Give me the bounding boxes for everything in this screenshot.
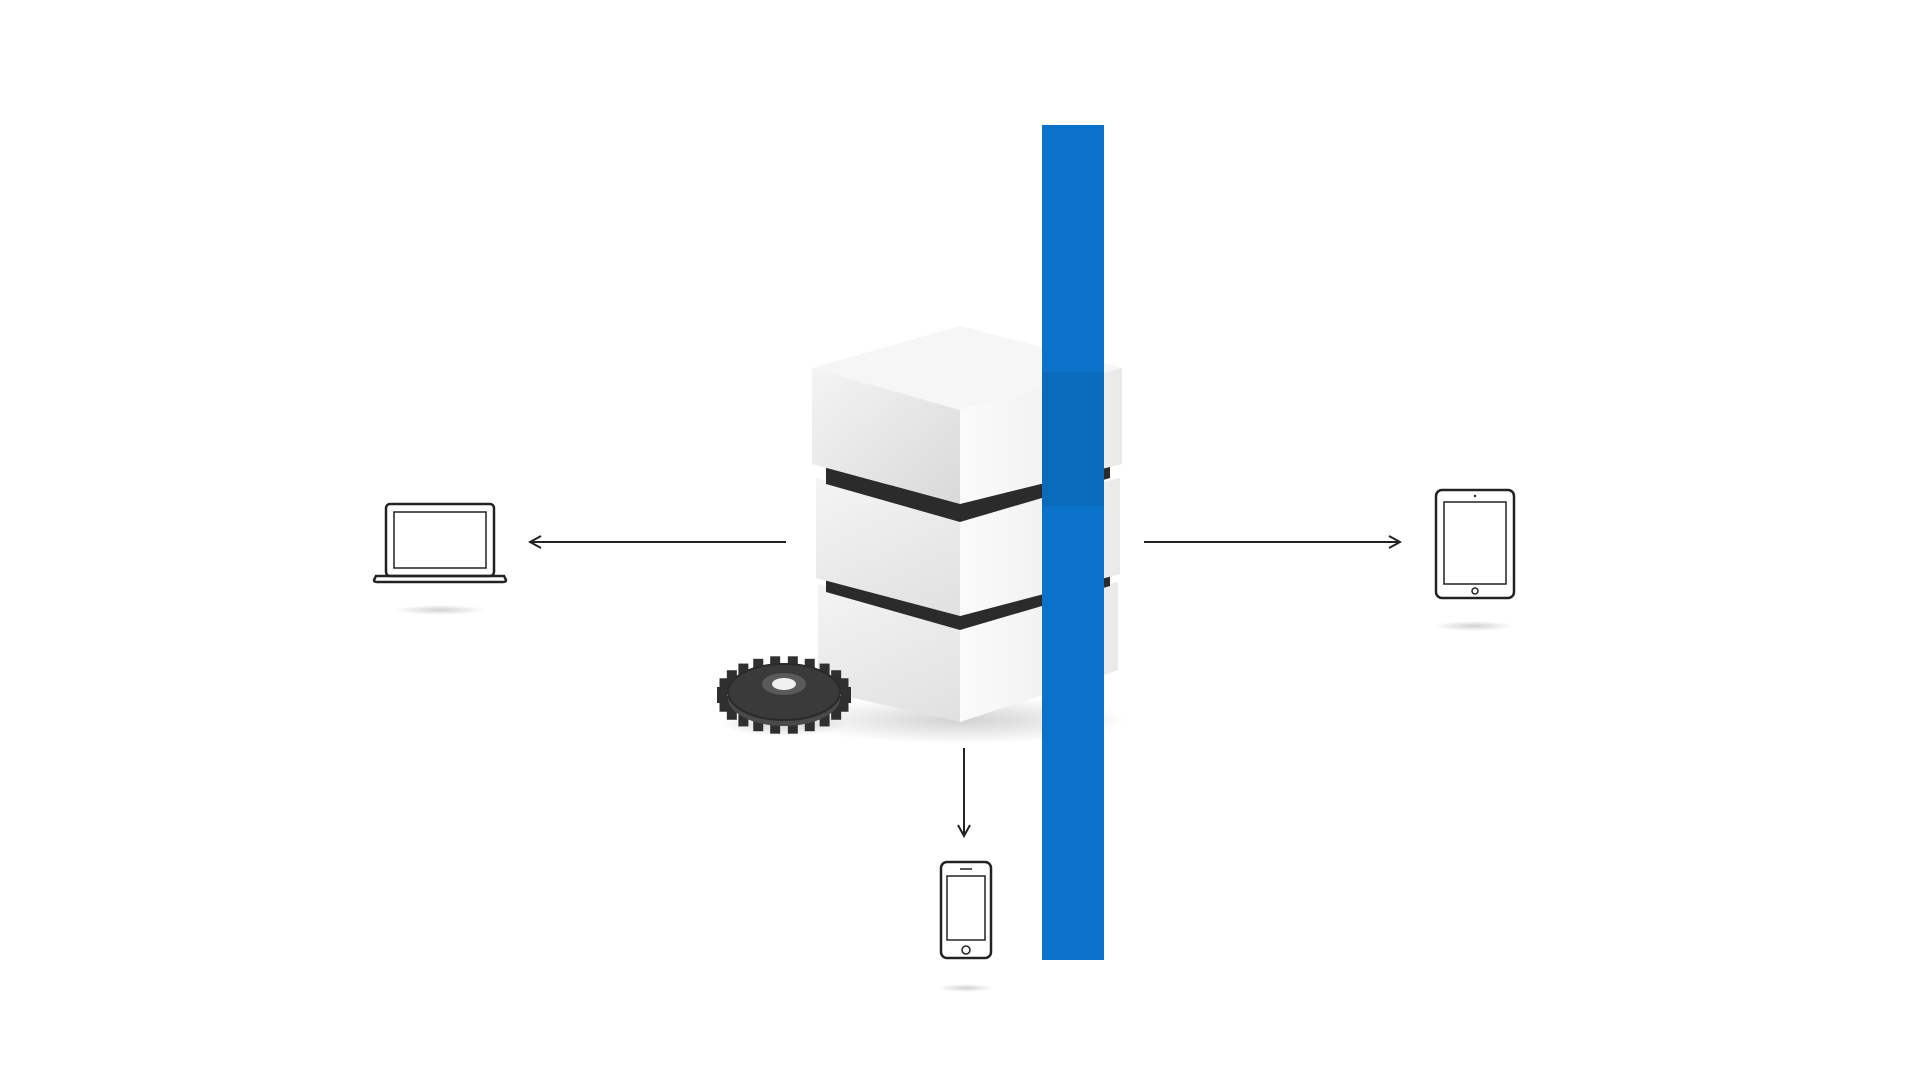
laptop-icon: [372, 502, 508, 615]
tablet-icon: [1434, 488, 1516, 631]
gear-tooth: [738, 710, 749, 727]
gear-tooth: [838, 695, 849, 712]
gear-tooth: [819, 663, 830, 680]
blue-band: [1042, 125, 1104, 960]
gear-tooth: [726, 703, 737, 720]
gear-tooth: [753, 715, 764, 732]
gear-tooth: [770, 717, 781, 734]
gear-tooth: [841, 687, 851, 703]
smartphone-icon: [938, 860, 994, 992]
gear-tooth: [738, 663, 749, 680]
gear-tooth: [838, 678, 849, 695]
gear-tooth: [787, 717, 798, 734]
gear-tooth: [831, 670, 842, 687]
gear-tooth: [719, 678, 730, 695]
gear-tooth: [726, 670, 737, 687]
gear-tooth: [717, 687, 727, 703]
band-overlap-shade: [1042, 372, 1104, 506]
gear-icon: [717, 656, 851, 736]
gear-tooth: [819, 710, 830, 727]
gear-tooth: [831, 703, 842, 720]
gear-tooth: [804, 715, 815, 732]
gear-tooth: [719, 695, 730, 712]
